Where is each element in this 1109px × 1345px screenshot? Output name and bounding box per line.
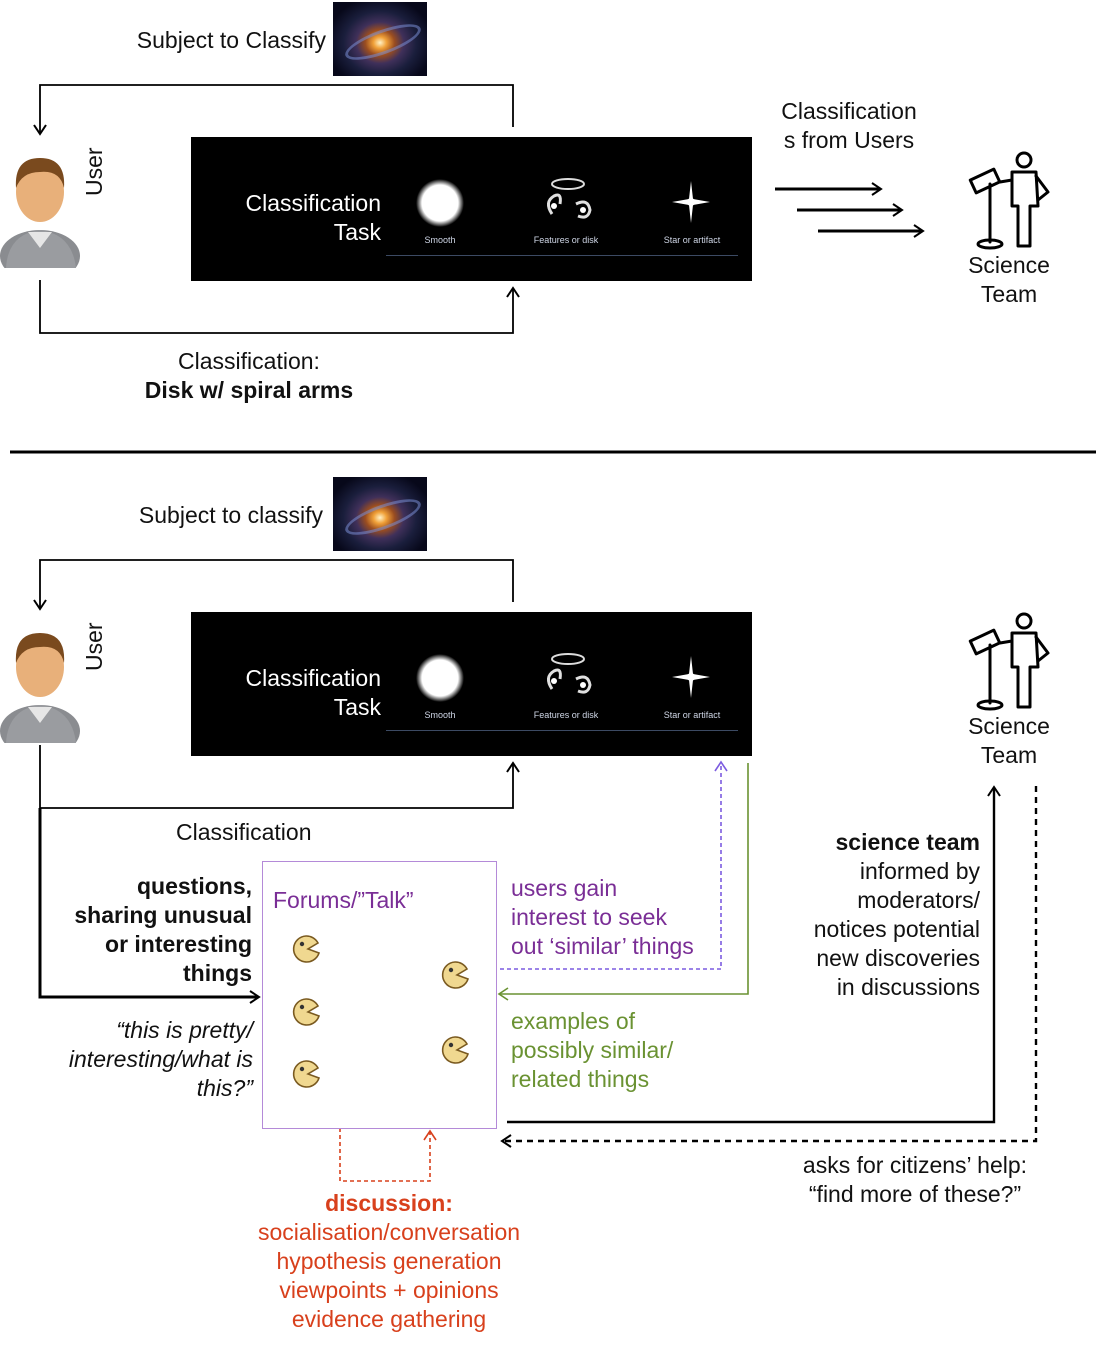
classifications-from-users-label: Classification s from Users (781, 98, 917, 153)
bottom-scientist-telescope-icon (968, 612, 1050, 711)
bottom-classification-label: Classification (176, 819, 312, 845)
bottom-star-option-icon[interactable] (672, 656, 710, 698)
bottom-science-team-label: Science Team (968, 713, 1050, 768)
top-star-option-icon[interactable] (672, 181, 710, 223)
smiley-icon (292, 998, 321, 1026)
examples-arrow (497, 763, 749, 1001)
discussion-label: discussion: socialisation/conversation h… (257, 1190, 521, 1332)
smiley-icon (292, 1060, 321, 1088)
bottom-user-to-task-arrow (39, 745, 520, 809)
bottom-option-smooth[interactable]: Smooth (424, 710, 456, 720)
bottom-option-star[interactable]: Star or artifact (663, 710, 721, 720)
user-to-forum-arrow (38, 808, 261, 1004)
forum-to-science-team-arrow (507, 785, 1001, 1124)
top-user-to-task-arrow (39, 280, 520, 334)
science-team-to-forum-arrow (500, 786, 1038, 1148)
forum-talk-box[interactable]: Forums/”Talk” (262, 861, 497, 1129)
top-scientist-telescope-icon (968, 151, 1050, 250)
bottom-subject-label: Subject to classify (138, 502, 323, 528)
smiley-icon (292, 935, 321, 963)
examples-label: examples of possibly similar/ related th… (511, 1008, 674, 1092)
top-classification-value: Disk w/ spiral arms (144, 377, 354, 403)
bottom-classification-task-panel: Classification Task Smooth Features or d… (191, 612, 752, 756)
discussion-loop-arrow (339, 1128, 437, 1182)
bottom-features-option-icon[interactable] (538, 649, 598, 705)
top-user-avatar-icon (0, 158, 80, 268)
top-option-smooth[interactable]: Smooth (424, 235, 456, 245)
top-task-title: Classification Task (245, 190, 382, 245)
bottom-user-label: User (81, 622, 107, 671)
bottom-task-title: Classification Task (245, 665, 382, 720)
top-smooth-option-icon[interactable] (415, 178, 465, 228)
smiley-icon (441, 1036, 470, 1064)
smiley-icon (441, 961, 470, 989)
user-quote: “this is pretty/ interesting/what is thi… (68, 1017, 253, 1101)
users-gain-interest-label: users gain interest to seek out ‘similar… (511, 875, 694, 959)
top-option-star[interactable]: Star or artifact (663, 235, 721, 245)
science-team-informed-label: science team informed by moderators/ not… (813, 829, 980, 1000)
bottom-user-avatar-icon (0, 633, 80, 743)
bottom-task-underline (386, 730, 738, 731)
top-task-underline (386, 255, 738, 256)
bottom-option-features[interactable]: Features or disk (533, 710, 599, 720)
top-user-label: User (81, 147, 107, 196)
top-science-team-label: Science Team (968, 252, 1050, 307)
top-option-features[interactable]: Features or disk (533, 235, 599, 245)
bottom-smooth-option-icon[interactable] (415, 653, 465, 703)
top-classification-label: Classification: (178, 348, 320, 374)
asks-for-help-label: asks for citizens’ help: “find more of t… (802, 1152, 1028, 1207)
top-subject-label: Subject to Classify (136, 27, 326, 53)
top-galaxy-image (333, 2, 427, 76)
questions-label: questions, sharing unusual or interestin… (74, 873, 252, 986)
users-gain-interest-arrow (500, 760, 728, 970)
top-classification-task-panel: Classification Task Smooth Features or d… (191, 137, 752, 281)
bottom-galaxy-image (333, 477, 427, 551)
top-features-option-icon[interactable] (538, 174, 598, 230)
bottom-subject-to-user-arrow (33, 559, 514, 611)
forum-title: Forums/”Talk” (273, 887, 414, 913)
top-subject-to-user-arrow (33, 84, 514, 136)
